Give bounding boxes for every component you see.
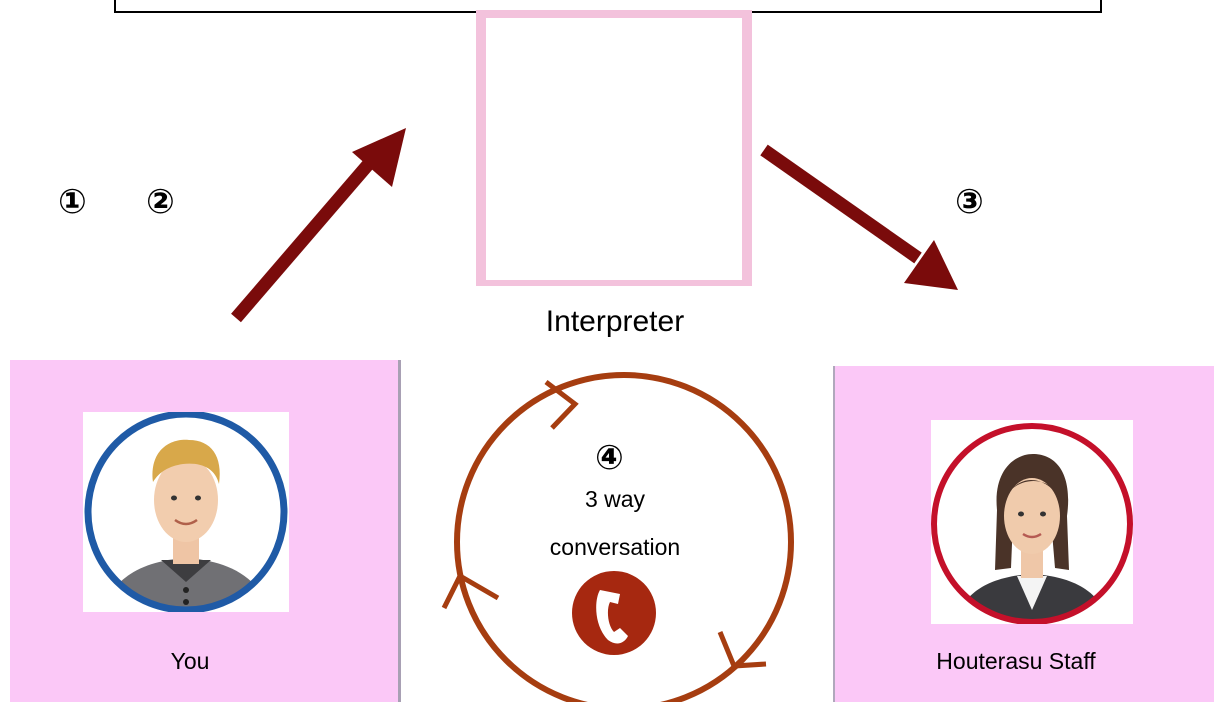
interpreter-photo-frame bbox=[476, 10, 752, 286]
arrow-you-to-interpreter bbox=[231, 128, 406, 323]
conversation-cycle bbox=[441, 372, 794, 702]
arrow-interpreter-to-staff bbox=[760, 144, 958, 290]
cycle-text-line2: conversation bbox=[549, 534, 681, 560]
step-4-marker: ④ bbox=[595, 439, 624, 477]
cycle-text-line1: 3 way bbox=[584, 486, 646, 512]
step-1-marker: ① bbox=[58, 183, 87, 221]
you-label: You bbox=[170, 648, 210, 674]
staff-label: Houterasu Staff bbox=[936, 648, 1096, 674]
you-panel bbox=[10, 360, 398, 702]
step-3-marker: ③ bbox=[955, 183, 984, 221]
you-photo-frame bbox=[83, 412, 289, 612]
interpreter-label: Interpreter bbox=[545, 305, 685, 338]
step-2-marker: ② bbox=[146, 183, 175, 221]
phone-icon bbox=[572, 571, 656, 655]
staff-photo-frame bbox=[931, 420, 1133, 624]
staff-panel bbox=[835, 366, 1214, 702]
staff-avatar bbox=[931, 423, 1133, 624]
you-avatar bbox=[84, 412, 288, 612]
